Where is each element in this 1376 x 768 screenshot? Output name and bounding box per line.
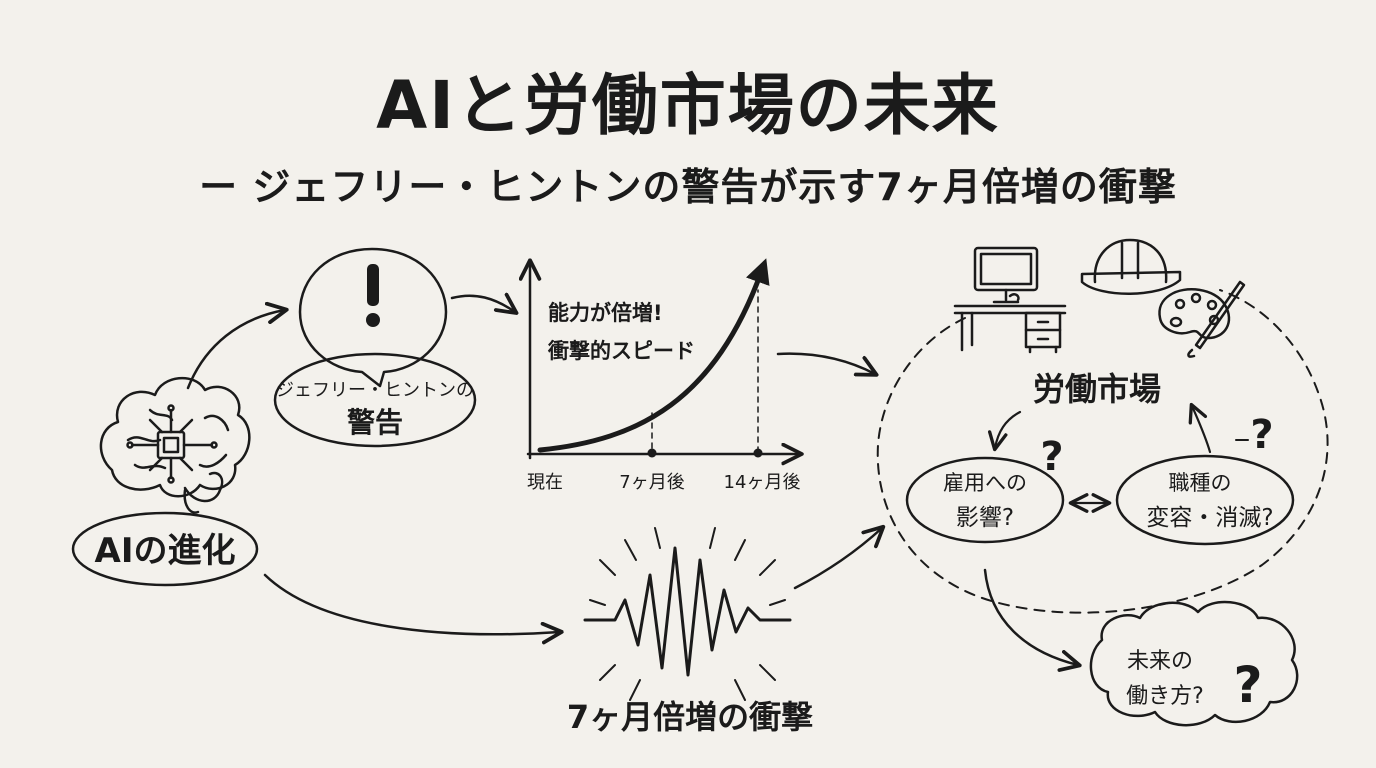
- shockwave-icon: [583, 527, 792, 701]
- employment-impact-bubble: [905, 456, 1065, 544]
- brain-chip-icon: [99, 376, 251, 514]
- growth-chart: 能力が倍増! 衝撃的スピード 現在 7ヶ月後 14ヶ月後: [518, 258, 804, 493]
- arrow-market-to-employment: [987, 410, 1022, 452]
- future-work-cloud: [1089, 600, 1299, 727]
- chart-x-tick: 現在: [527, 472, 563, 493]
- desk-computer-icon: [953, 246, 1067, 354]
- question-mark-icon: ?: [1233, 656, 1262, 714]
- chart-point-14m: [753, 448, 763, 458]
- warning-label-bubble: [273, 352, 477, 448]
- question-mark-icon: ?: [1250, 412, 1273, 458]
- ai-evolution-label: AIの進化: [95, 531, 236, 571]
- chart-point-7m: [647, 448, 657, 458]
- chart-annotation-line1: 能力が倍増!: [548, 301, 663, 325]
- arrow-chart-to-market: [776, 352, 879, 377]
- arrow-ai-to-impact: [263, 573, 564, 645]
- arrow-jobs-to-market: [1188, 402, 1212, 454]
- warning-bubble-icon: [298, 247, 448, 388]
- future-work-line2: 働き方?: [1126, 684, 1204, 709]
- page-subtitle: ー ジェフリー・ヒントンの警告が示す7ヶ月倍増の衝撃: [199, 165, 1177, 209]
- ai-evolution-bubble: [71, 511, 259, 587]
- arrow-market-to-future: [983, 568, 1082, 672]
- labor-market-label: 労働市場: [1033, 370, 1161, 408]
- chart-x-tick: 7ヶ月後: [619, 472, 684, 493]
- warning-label-line1: ジェフリー・ヒントンの: [276, 380, 474, 401]
- employment-impact-line1: 雇用への: [943, 471, 1027, 495]
- arrow-warning-to-chart: [450, 292, 519, 315]
- question-mark-icon: ?: [1040, 434, 1063, 480]
- employment-impact-line2: 影響?: [956, 505, 1014, 531]
- palette-icon: [1158, 280, 1246, 358]
- impact-label: 7ヶ月倍増の衝撃: [567, 698, 813, 736]
- job-transformation-line2: 変容・消滅?: [1146, 505, 1273, 531]
- job-transformation-bubble: [1115, 454, 1295, 546]
- job-transformation-line1: 職種の: [1169, 471, 1232, 495]
- page-title: AIと労働市場の未来: [376, 67, 1000, 144]
- future-work-line1: 未来の: [1127, 649, 1193, 674]
- arrow-impact-to-market: [793, 524, 886, 590]
- chart-x-tick: 14ヶ月後: [724, 472, 801, 493]
- hard-hat-icon: [1080, 238, 1182, 295]
- chart-annotation-line2: 衝撃的スピード: [547, 339, 695, 363]
- warning-label-line2: 警告: [347, 406, 403, 439]
- labor-market-dashed-circle: [876, 289, 1329, 614]
- chart-growth-curve: [537, 258, 770, 453]
- arrow-ai-to-warning: [186, 301, 289, 390]
